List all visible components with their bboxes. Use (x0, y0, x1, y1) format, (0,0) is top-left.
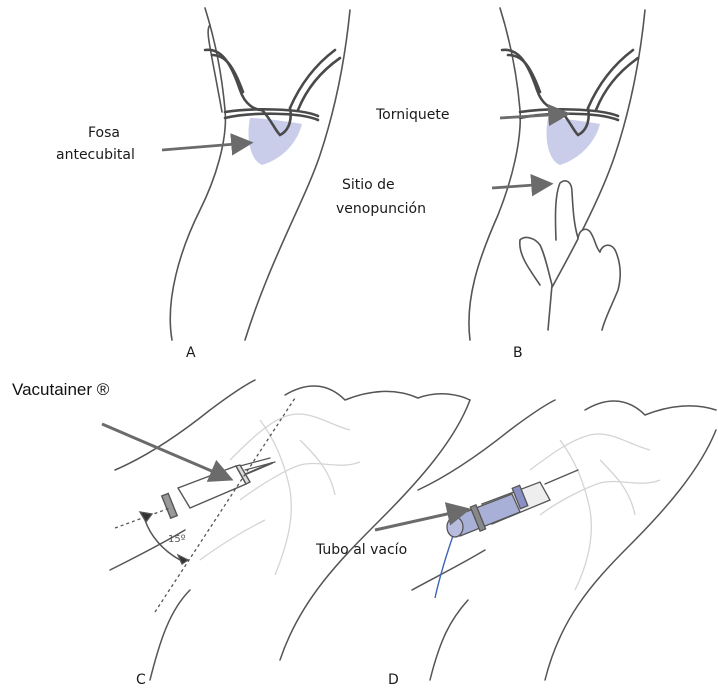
panel-b-tourniquet-arrow (500, 114, 565, 118)
label-vacutainer: Vacutainer ® (12, 380, 109, 400)
label-antecubital: antecubital (56, 146, 135, 165)
panel-a-fossa (249, 118, 303, 165)
panel-c-arrow (102, 424, 228, 478)
panel-a-arm (170, 8, 350, 340)
panel-d-arm (412, 400, 716, 680)
panel-c-arm (110, 380, 470, 680)
panel-b-fossa (547, 118, 601, 165)
label-sitio-de: Sitio de (342, 176, 395, 195)
label-angle: 15º (168, 530, 185, 549)
panel-a-arrow (162, 143, 248, 150)
label-torniquete: Torniquete (376, 106, 450, 125)
panel-d-veins (530, 434, 660, 590)
label-venopuncion: venopunción (336, 200, 426, 219)
panel-letter-b: B (513, 345, 523, 361)
panel-d-blood-line (435, 530, 455, 598)
panel-b-tourniquet (502, 50, 638, 135)
label-tubo-al-vacio: Tubo al vacío (316, 541, 407, 560)
panel-letter-c: C (136, 672, 146, 688)
panel-b-site-arrow (492, 184, 548, 188)
panel-letter-d: D (388, 672, 399, 688)
panel-c-angle (115, 398, 295, 612)
label-fosa: Fosa (88, 124, 120, 143)
panel-letter-a: A (186, 345, 196, 361)
